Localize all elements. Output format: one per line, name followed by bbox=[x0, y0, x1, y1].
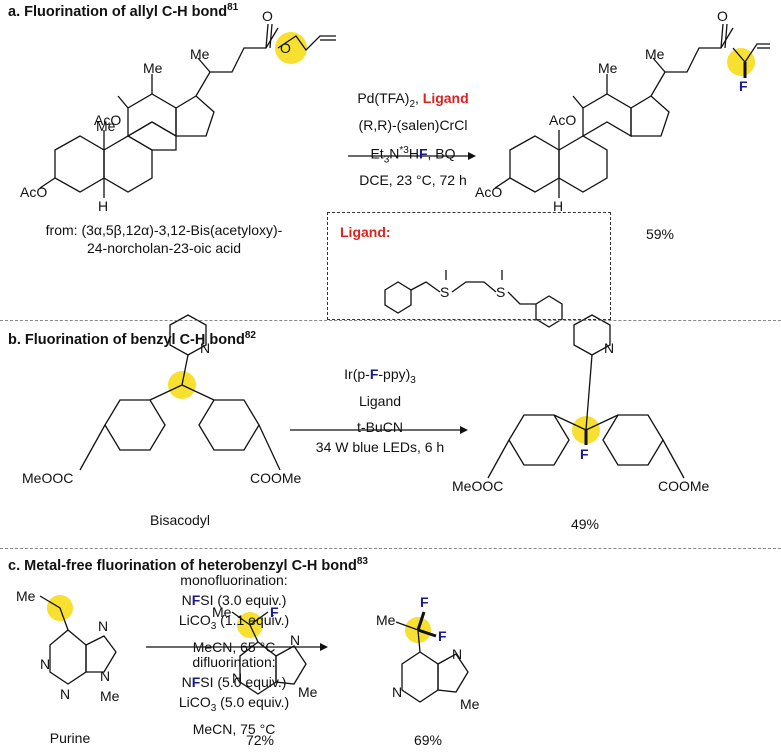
start-source-line1: from: (3α,5β,12α)-3,12-Bis(acetyloxy)- bbox=[45, 222, 283, 238]
meooc-product: MeOOC bbox=[452, 478, 504, 494]
conditions-b: Ir(p-F-ppy)3 Ligand t-BuCN 34 W blue LED… bbox=[315, 366, 445, 455]
purine-di bbox=[395, 611, 469, 703]
di-f1: F bbox=[420, 594, 429, 610]
atom-me-top: Me bbox=[143, 60, 163, 76]
atom-o-ester: O bbox=[280, 40, 291, 56]
yield-c-mono: 72% bbox=[245, 732, 275, 748]
conditions-a: Pd(TFA)2, Ligand (R,R)-(salen)CrCl Et3N*… bbox=[357, 90, 469, 189]
purine-mono bbox=[231, 611, 307, 695]
ligand-box bbox=[327, 212, 611, 320]
highlight-allyl-product bbox=[727, 48, 755, 76]
coome-start: COOMe bbox=[250, 470, 302, 486]
meooc-start: MeOOC bbox=[22, 470, 74, 486]
purine-start bbox=[39, 595, 117, 685]
ligand-label: Ligand: bbox=[340, 224, 391, 240]
product-atom-h-bottom: H bbox=[553, 198, 564, 214]
ligand-atom-s1: S bbox=[440, 284, 450, 300]
purine-n2-start: N bbox=[40, 656, 51, 672]
atom-aco-top: AcO bbox=[94, 112, 122, 128]
purine-n3-start: N bbox=[60, 686, 71, 702]
separator-ab bbox=[0, 320, 781, 321]
yield-a: 59% bbox=[645, 226, 675, 242]
mono-me-n: Me bbox=[298, 684, 318, 700]
atom-aco-bottom: AcO bbox=[20, 184, 48, 200]
fluoro-bisacodyl-structure bbox=[487, 314, 685, 479]
product-atom-me-side: Me bbox=[645, 46, 665, 62]
atom-me-ring: Me bbox=[96, 118, 116, 134]
coome-product: COOMe bbox=[658, 478, 710, 494]
atom-me-side: Me bbox=[190, 46, 210, 62]
yield-b: 49% bbox=[570, 516, 600, 532]
atom-o-carbonyl: O bbox=[262, 8, 273, 24]
atom-h-bottom: H bbox=[98, 198, 109, 214]
product-atom-o-carbonyl: O bbox=[717, 8, 728, 24]
purine-n1-start: N bbox=[98, 618, 109, 634]
di-me-n: Me bbox=[460, 696, 480, 712]
purine-name: Purine bbox=[49, 730, 91, 746]
section-a-title: a. Fluorination of allyl C-H bond81 bbox=[8, 2, 239, 20]
ligand-atom-s2: S bbox=[496, 284, 506, 300]
product-atom-aco-top: AcO bbox=[549, 112, 577, 128]
product-atom-aco-bottom: AcO bbox=[475, 184, 503, 200]
di-n2: N bbox=[392, 684, 403, 700]
steroid-product bbox=[494, 23, 770, 198]
steroid-start bbox=[39, 23, 336, 198]
product-atom-f: F bbox=[739, 78, 748, 94]
product-atom-me-top: Me bbox=[598, 60, 618, 76]
mono-n1: N bbox=[290, 632, 301, 648]
di-n1: N bbox=[452, 646, 463, 662]
start-source-line2: 24-norcholan-23-oic acid bbox=[86, 240, 242, 256]
pyridine-n-product: N bbox=[604, 340, 615, 356]
bisacodyl-structure bbox=[79, 314, 281, 471]
yield-c-di: 69% bbox=[413, 732, 443, 748]
mono-f: F bbox=[270, 604, 279, 620]
conditions-c-di: difluorination: NFSI (5.0 equiv.) LiCO3 … bbox=[178, 654, 290, 737]
purine-me-start: Me bbox=[16, 588, 36, 604]
pyridine-n-start: N bbox=[200, 340, 211, 356]
conditions-c-mono: monofluorination: NFSI (3.0 equiv.) LiCO… bbox=[178, 572, 290, 655]
purine-n4-start: N bbox=[100, 668, 111, 684]
mono-n2: N bbox=[232, 670, 243, 686]
section-c-title: c. Metal-free fluorination of heterobenz… bbox=[8, 556, 368, 574]
section-b-title: b. Fluorination of benzyl C-H bond82 bbox=[8, 330, 256, 348]
product-b-atom-f: F bbox=[580, 446, 589, 462]
separator-bc bbox=[0, 548, 781, 549]
di-f2: F bbox=[438, 628, 447, 644]
mono-me: Me bbox=[212, 604, 232, 620]
purine-me-n: Me bbox=[100, 688, 120, 704]
di-me: Me bbox=[376, 612, 396, 628]
bisacodyl-name: Bisacodyl bbox=[150, 512, 210, 528]
